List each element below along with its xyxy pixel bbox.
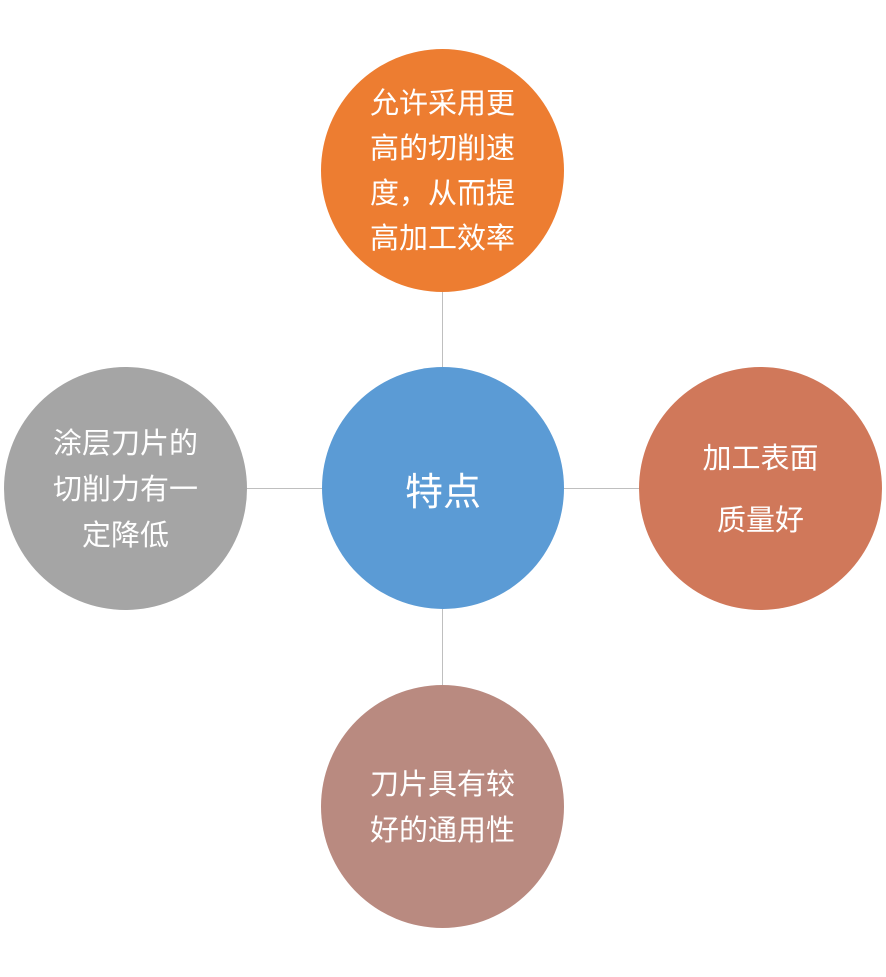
connector-top — [442, 292, 443, 367]
bottom-node-line: 刀片具有较 — [369, 766, 515, 801]
connector-right — [564, 488, 639, 489]
top-node-line: 允许采用更 — [369, 85, 515, 120]
right-node: 加工表面 质量好 — [639, 367, 882, 610]
center-node-label: 特点 — [404, 469, 481, 514]
left-node-line: 涂层刀片的 — [52, 425, 198, 460]
connector-left — [247, 488, 322, 489]
left-node-line: 切削力有一 — [52, 471, 198, 506]
right-node-line: 加工表面 — [702, 440, 819, 475]
right-node-line: 质量好 — [716, 502, 804, 537]
center-node: 特点 — [322, 367, 564, 609]
bottom-node-line: 好的通用性 — [369, 812, 515, 847]
left-node: 涂层刀片的 切削力有一 定降低 — [4, 367, 247, 610]
connector-bottom — [442, 609, 443, 685]
bottom-node: 刀片具有较 好的通用性 — [321, 685, 564, 928]
top-node-line: 高加工效率 — [369, 220, 515, 255]
left-node-line: 定降低 — [81, 517, 169, 552]
top-node: 允许采用更 高的切削速 度，从而提 高加工效率 — [321, 49, 564, 292]
top-node-line: 度，从而提 — [369, 175, 515, 210]
top-node-line: 高的切削速 — [369, 130, 515, 165]
